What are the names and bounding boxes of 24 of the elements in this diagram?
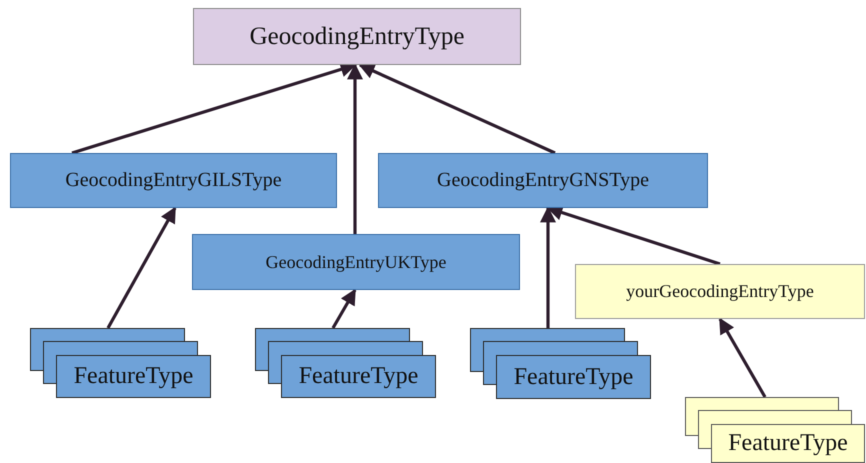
- stacked-boxes: [30, 328, 211, 398]
- type-name: FeatureType: [514, 364, 634, 390]
- type-name: GeocodingEntryGILSType: [65, 169, 282, 192]
- type-name: FeatureType: [298, 363, 418, 390]
- arrow: [332, 288, 356, 329]
- type-name: GeocodingEntryUKType: [266, 252, 446, 272]
- stacked-boxes: [470, 328, 651, 399]
- type-name: FeatureType: [728, 430, 848, 457]
- subclass-box: [192, 234, 520, 290]
- type-name: GeocodingEntryGNSType: [437, 169, 649, 192]
- arrow: [106, 206, 176, 329]
- type-name: FeatureType: [74, 363, 194, 390]
- type-name: GeocodingEntryType: [250, 22, 464, 50]
- class-box: [193, 8, 521, 65]
- subclass-box: [575, 264, 865, 319]
- type-name: yourGeocodingEntryType: [626, 281, 814, 302]
- subclass-box: [378, 153, 708, 208]
- arrow: [358, 64, 556, 154]
- arrow: [718, 318, 766, 398]
- subclass-box: [10, 153, 337, 208]
- arrow: [540, 206, 556, 328]
- stacked-boxes: [685, 397, 865, 463]
- stacked-boxes: [255, 328, 436, 398]
- arrow: [347, 63, 363, 234]
